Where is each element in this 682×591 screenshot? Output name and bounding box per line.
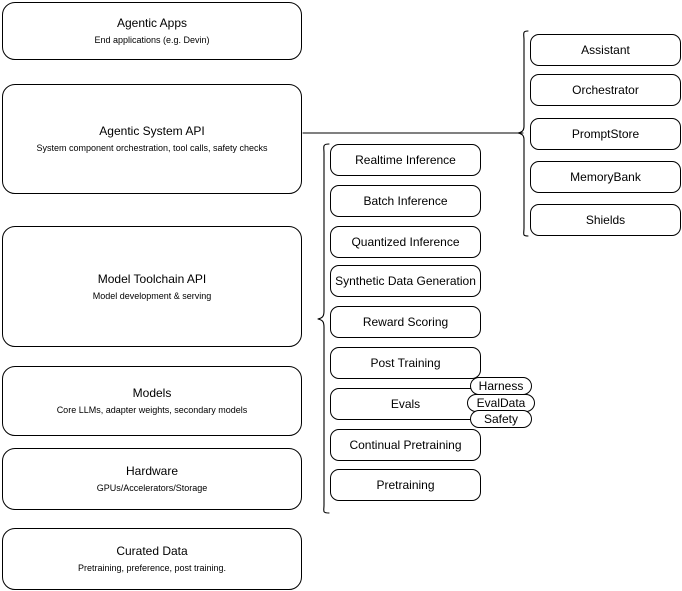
layer-subtitle: GPUs/Accelerators/Storage bbox=[96, 483, 208, 493]
capability-label: Realtime Inference bbox=[355, 153, 456, 167]
layer-box-agentic-system-api[interactable]: Agentic System API System component orch… bbox=[2, 84, 302, 194]
capability-label: Quantized Inference bbox=[351, 235, 460, 249]
capability-synthetic-data-generation[interactable]: Synthetic Data Generation bbox=[330, 265, 481, 297]
capability-label: Evals bbox=[390, 397, 421, 411]
evals-subcomponent-safety[interactable]: Safety bbox=[470, 410, 532, 428]
layer-title: Models bbox=[132, 386, 172, 400]
system-component-label: MemoryBank bbox=[570, 170, 641, 184]
layer-subtitle: Core LLMs, adapter weights, secondary mo… bbox=[56, 405, 248, 415]
system-component-label: Assistant bbox=[581, 43, 630, 57]
capability-evals[interactable]: Evals bbox=[330, 388, 481, 420]
capability-label: Pretraining bbox=[376, 478, 435, 492]
layer-subtitle: End applications (e.g. Devin) bbox=[94, 35, 210, 45]
capability-realtime-inference[interactable]: Realtime Inference bbox=[330, 144, 481, 176]
system-component-promptstore[interactable]: PromptStore bbox=[530, 118, 681, 150]
system-component-label: PromptStore bbox=[571, 127, 640, 141]
capability-quantized-inference[interactable]: Quantized Inference bbox=[330, 226, 481, 258]
capability-continual-pretraining[interactable]: Continual Pretraining bbox=[330, 429, 481, 461]
evals-subcomponent-harness[interactable]: Harness bbox=[470, 377, 532, 395]
capability-pretraining[interactable]: Pretraining bbox=[330, 469, 481, 501]
system-component-label: Shields bbox=[585, 213, 626, 227]
system-component-shields[interactable]: Shields bbox=[530, 204, 681, 236]
capability-label: Post Training bbox=[370, 356, 441, 370]
capability-label: Reward Scoring bbox=[362, 315, 449, 329]
layer-box-model-toolchain-api[interactable]: Model Toolchain API Model development & … bbox=[2, 226, 302, 347]
layer-box-curated-data[interactable]: Curated Data Pretraining, preference, po… bbox=[2, 528, 302, 590]
capability-reward-scoring[interactable]: Reward Scoring bbox=[330, 306, 481, 338]
evals-subcomponent-label: EvalData bbox=[476, 396, 526, 410]
evals-subcomponent-label: Safety bbox=[483, 412, 519, 426]
capability-label: Synthetic Data Generation bbox=[335, 274, 476, 288]
layer-box-models[interactable]: Models Core LLMs, adapter weights, secon… bbox=[2, 366, 302, 436]
capability-post-training[interactable]: Post Training bbox=[330, 347, 481, 379]
capability-label: Batch Inference bbox=[363, 194, 448, 208]
layer-subtitle: System component orchestration, tool cal… bbox=[36, 143, 268, 153]
layer-title: Agentic Apps bbox=[116, 16, 188, 30]
system-component-label: Orchestrator bbox=[572, 83, 639, 97]
evals-subcomponent-label: Harness bbox=[478, 379, 524, 393]
system-component-memorybank[interactable]: MemoryBank bbox=[530, 161, 681, 193]
capability-label: Continual Pretraining bbox=[349, 438, 462, 452]
brace-system-components bbox=[517, 30, 529, 237]
capability-batch-inference[interactable]: Batch Inference bbox=[330, 185, 481, 217]
system-component-orchestrator[interactable]: Orchestrator bbox=[530, 74, 681, 106]
layer-box-agentic-apps[interactable]: Agentic Apps End applications (e.g. Devi… bbox=[2, 2, 302, 60]
layer-title: Curated Data bbox=[116, 544, 188, 558]
brace-toolchain-capabilities bbox=[317, 143, 330, 514]
layer-title: Model Toolchain API bbox=[97, 271, 207, 286]
system-component-assistant[interactable]: Assistant bbox=[530, 34, 681, 66]
layer-subtitle: Pretraining, preference, post training. bbox=[77, 563, 227, 573]
layer-title: Hardware bbox=[125, 464, 179, 478]
layer-subtitle: Model development & serving bbox=[92, 290, 212, 301]
layer-title: Agentic System API bbox=[99, 124, 205, 138]
layer-box-hardware[interactable]: Hardware GPUs/Accelerators/Storage bbox=[2, 448, 302, 510]
